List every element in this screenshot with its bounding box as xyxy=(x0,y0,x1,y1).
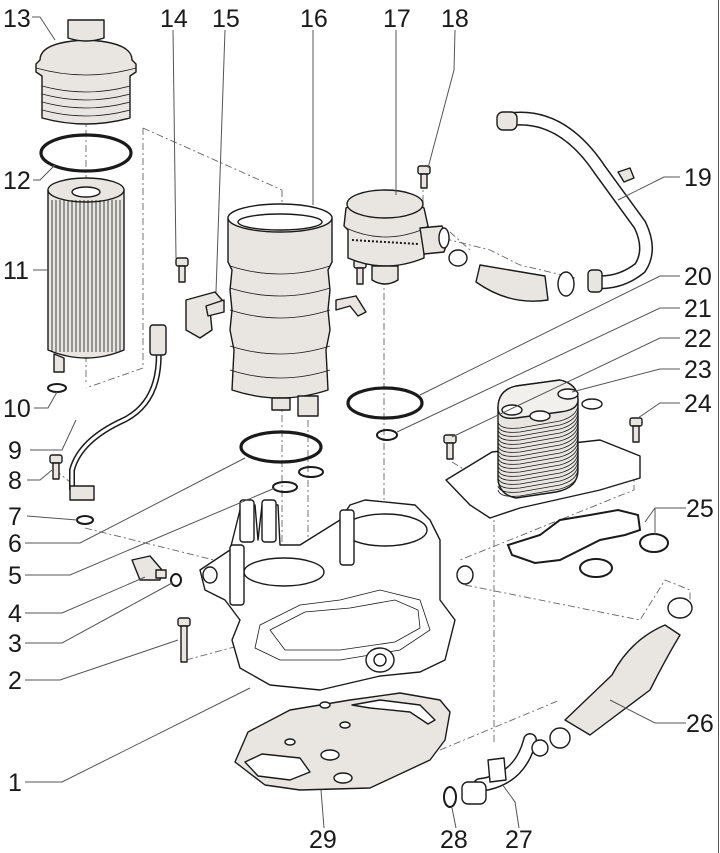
part-23-oil-cooler[interactable] xyxy=(445,379,641,519)
callout-9: 9 xyxy=(8,437,22,465)
cooler-fin xyxy=(497,439,579,465)
cooler-fin xyxy=(497,435,579,461)
cooler-fin xyxy=(497,447,579,473)
part-29-gasket[interactable] xyxy=(234,692,451,791)
part-11-filter-element[interactable] xyxy=(47,177,125,373)
part-7-o-ring[interactable] xyxy=(76,515,94,525)
callout-6: 6 xyxy=(8,530,22,558)
leader-lines xyxy=(25,16,686,829)
cooler-fin xyxy=(497,403,579,429)
cooler-fin xyxy=(497,423,579,449)
cooler-fin xyxy=(497,415,579,441)
cooler-fin xyxy=(497,463,579,489)
cooler-fin xyxy=(497,419,579,445)
part-6-o-ring[interactable] xyxy=(239,430,323,464)
callout-10: 10 xyxy=(3,395,31,423)
cooler-fin xyxy=(497,451,579,477)
callout-11: 11 xyxy=(3,257,29,285)
part-1-housing[interactable] xyxy=(199,499,474,691)
part-27-coolant-pipe[interactable] xyxy=(461,733,549,805)
callout-26: 26 xyxy=(686,710,714,738)
part-16-oil-separator[interactable] xyxy=(205,203,367,417)
part-20-o-ring[interactable] xyxy=(346,386,424,420)
part-14-bolt[interactable] xyxy=(175,257,189,283)
cooler-fin xyxy=(497,427,579,453)
part-26-coolant-hose[interactable] xyxy=(549,597,693,749)
cooler-fin xyxy=(497,443,579,469)
callout-labels: 13 12 11 10 9 8 7 6 5 4 3 2 1 14 15 16 1… xyxy=(3,5,714,853)
callout-25: 25 xyxy=(686,495,714,523)
callout-15: 15 xyxy=(212,5,240,33)
part-10-o-ring[interactable] xyxy=(47,383,67,393)
callout-21: 21 xyxy=(684,295,712,323)
callout-14: 14 xyxy=(160,5,188,33)
part-17-valve[interactable] xyxy=(343,189,450,285)
cooler-fin xyxy=(497,467,579,493)
filter-pleats xyxy=(51,200,121,352)
callout-8: 8 xyxy=(8,467,22,495)
part-22-bolt[interactable] xyxy=(443,434,457,460)
callout-1: 1 xyxy=(8,769,22,797)
callout-16: 16 xyxy=(300,5,328,33)
callout-7: 7 xyxy=(8,503,22,531)
part-3-seal-ring[interactable] xyxy=(170,573,182,587)
part-15-bracket[interactable] xyxy=(185,291,223,339)
callout-28: 28 xyxy=(440,826,468,853)
part-12-seal[interactable] xyxy=(39,133,133,173)
cooler-fins xyxy=(497,403,579,497)
callout-24: 24 xyxy=(684,390,712,418)
callout-3: 3 xyxy=(8,630,22,658)
cooler-fin xyxy=(497,471,579,497)
callout-17: 17 xyxy=(383,5,411,33)
callout-20: 20 xyxy=(684,263,712,291)
cooler-fin xyxy=(497,459,579,485)
part-24-bolt[interactable] xyxy=(629,417,643,443)
part-13-filter-cap[interactable] xyxy=(35,19,137,125)
callout-13: 13 xyxy=(3,5,31,33)
callout-23: 23 xyxy=(684,356,712,384)
part-25-seals[interactable] xyxy=(506,508,669,578)
part-19-breather-pipe[interactable] xyxy=(496,111,653,293)
callout-29: 29 xyxy=(309,826,337,853)
part-9-oil-line[interactable] xyxy=(69,324,167,501)
callout-19: 19 xyxy=(684,164,712,192)
cooler-fin xyxy=(497,431,579,457)
part-8-bolt[interactable] xyxy=(49,454,63,480)
callout-18: 18 xyxy=(441,5,469,33)
callout-22: 22 xyxy=(684,325,712,353)
callout-12: 12 xyxy=(3,167,31,195)
cooler-fin xyxy=(497,411,579,437)
part-28-o-ring[interactable] xyxy=(443,786,457,808)
callout-27: 27 xyxy=(505,826,533,853)
cooler-fin xyxy=(497,455,579,481)
part-4-oil-pressure-switch[interactable] xyxy=(131,555,167,581)
callout-4: 4 xyxy=(8,600,22,628)
part-5-o-ring[interactable] xyxy=(272,481,298,493)
callout-2: 2 xyxy=(8,667,22,695)
part-2-bolt[interactable] xyxy=(177,617,191,663)
frame-border xyxy=(718,0,719,853)
part-5-o-ring-b[interactable] xyxy=(298,466,324,478)
cooler-fin xyxy=(497,407,579,433)
part-18-bolt[interactable] xyxy=(417,165,431,189)
part-21-o-ring[interactable] xyxy=(376,429,398,441)
hose-17-19[interactable] xyxy=(448,249,575,302)
callout-5: 5 xyxy=(8,562,22,590)
